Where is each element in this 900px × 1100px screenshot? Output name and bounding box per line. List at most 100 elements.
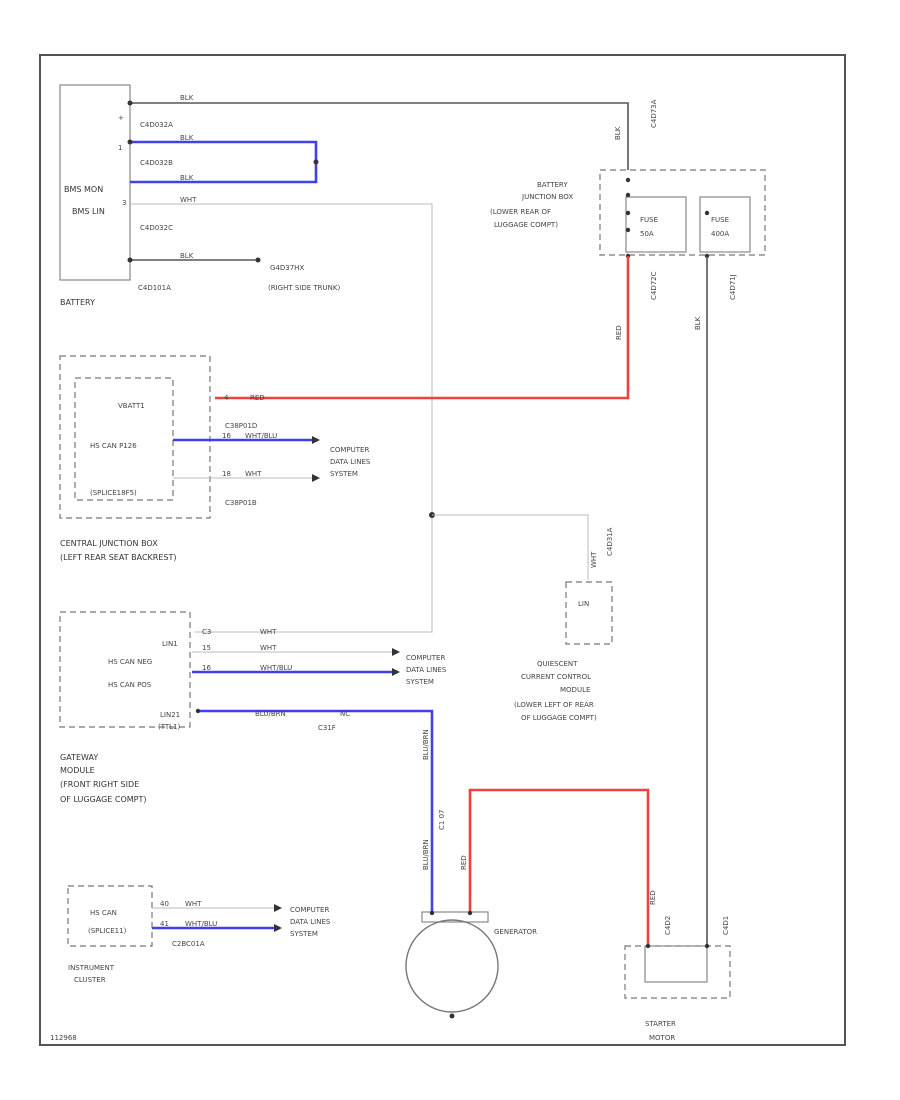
wire-label-wht: WHT bbox=[260, 628, 277, 636]
battery-pin-bms-mon: BMS MON bbox=[64, 185, 103, 194]
cdls-3-line3: SYSTEM bbox=[290, 930, 318, 938]
gw-label-3: (FRONT RIGHT SIDE bbox=[60, 780, 139, 789]
connector-c4d73a: C4D73A bbox=[650, 99, 658, 128]
wire-label-wht-qcm: WHT bbox=[590, 551, 598, 568]
ground-code: G4D37HX bbox=[270, 264, 304, 272]
gw-pin-lin1: LIN1 bbox=[162, 640, 178, 648]
pin-mark: 3 bbox=[122, 199, 126, 207]
cdls-2-line3: SYSTEM bbox=[406, 678, 434, 686]
pin-mark: 4 bbox=[224, 394, 229, 402]
ic-label-2: CLUSTER bbox=[74, 976, 106, 984]
wire-label-blk-v: BLK bbox=[614, 126, 622, 140]
wire-qcm-lin bbox=[432, 514, 589, 580]
starter-label-1: STARTER bbox=[645, 1020, 676, 1028]
cjb-pin-splice: (SPLICE18F5) bbox=[90, 489, 137, 497]
cdls-2-line2: DATA LINES bbox=[406, 666, 447, 674]
connector-c4d31a: C4D31A bbox=[606, 527, 614, 556]
cdls-1-line3: SYSTEM bbox=[330, 470, 358, 478]
diagram-frame bbox=[39, 54, 846, 1046]
ic-pin-hs-can: HS CAN bbox=[90, 909, 117, 917]
gw-pin-ttl1: (TTL1) bbox=[158, 723, 181, 731]
wire-label-blu-brn: BLU/BRN bbox=[255, 710, 286, 718]
cdls-3-line1: COMPUTER bbox=[290, 906, 329, 914]
gw-label-1: GATEWAY bbox=[60, 753, 98, 762]
connector-c2bc01a: C2BC01A bbox=[172, 940, 205, 948]
connector-c4d2: C4D2 bbox=[664, 916, 672, 935]
battery-junction-box[interactable] bbox=[599, 169, 766, 256]
fuse-400a-label: FUSE bbox=[711, 216, 729, 224]
qcm-label-5: OF LUGGAGE COMPT) bbox=[521, 714, 597, 722]
cdls-1-line1: COMPUTER bbox=[330, 446, 369, 454]
wire-vbatt-red bbox=[215, 256, 630, 400]
wire-label-red-gen: RED bbox=[460, 855, 468, 870]
wire-label-red-v: RED bbox=[615, 325, 623, 340]
connector-c4d1: C4D1 bbox=[722, 916, 730, 935]
bjb-label-2: JUNCTION BOX bbox=[521, 193, 573, 201]
wire-label-wht: WHT bbox=[185, 900, 202, 908]
qcm-label-3: MODULE bbox=[560, 686, 590, 694]
generator-component[interactable] bbox=[405, 911, 499, 1019]
wire-gw-generator bbox=[198, 709, 434, 912]
cdls-2-line1: COMPUTER bbox=[406, 654, 445, 662]
qcm-label-4: (LOWER LEFT OF REAR bbox=[514, 701, 594, 709]
wire-lin bbox=[130, 203, 433, 633]
cjb-label-1: CENTRAL JUNCTION BOX bbox=[60, 539, 158, 548]
connector-c107: C1 07 bbox=[438, 810, 446, 830]
wire-label-blu-brn-v1: BLU/BRN bbox=[422, 729, 430, 760]
gw-pin-hs-can-pos: HS CAN POS bbox=[108, 681, 152, 689]
cdls-1-line2: DATA LINES bbox=[330, 458, 371, 466]
fuse-50a-label: FUSE bbox=[640, 216, 658, 224]
ic-pin-splice: (SPLICE11) bbox=[88, 927, 127, 935]
starter-motor[interactable] bbox=[624, 945, 731, 999]
gateway-module[interactable]: LIN1 HS CAN NEG HS CAN POS LIN21 (TTL1) bbox=[59, 611, 191, 731]
wire-label-red: RED bbox=[250, 394, 265, 402]
gw-pin-hs-can-neg: HS CAN NEG bbox=[108, 658, 152, 666]
gw-label-2: MODULE bbox=[60, 766, 95, 775]
qcm-label-2: CURRENT CONTROL bbox=[521, 673, 591, 681]
wire-label-wht-blu: WHT/BLU bbox=[260, 664, 292, 672]
generator-label: GENERATOR bbox=[494, 928, 537, 936]
bjb-label-3: (LOWER REAR OF bbox=[490, 208, 551, 216]
connector-c4d032a: C4D032A bbox=[140, 121, 173, 129]
battery-label: BATTERY bbox=[60, 298, 95, 307]
wire-label-wht: WHT bbox=[260, 644, 277, 652]
gw-label-4: OF LUGGAGE COMPT) bbox=[60, 795, 147, 804]
wire-label-wht-blu: WHT/BLU bbox=[185, 920, 217, 928]
central-junction-box[interactable]: VBATT1 HS CAN P126 (SPLICE18F5) bbox=[59, 355, 211, 519]
pin-mark: + bbox=[118, 114, 124, 122]
bjb-label-4: LUGGAGE COMPT) bbox=[494, 221, 558, 229]
fuse-400a-rating: 400A bbox=[711, 230, 729, 238]
bjb-label-1: BATTERY bbox=[537, 181, 568, 189]
wire-battery-positive bbox=[130, 102, 629, 170]
cjb-label-2: (LEFT REAR SEAT BACKREST) bbox=[60, 553, 176, 562]
wire-label-wht-blu: WHT/BLU bbox=[245, 432, 277, 440]
connector-c38p01b: C38P01B bbox=[225, 499, 257, 507]
wire-label-blk: BLK bbox=[180, 134, 194, 142]
gw-pin-lin21: LIN21 bbox=[160, 711, 180, 719]
ground-location: (RIGHT SIDE TRUNK) bbox=[268, 284, 340, 292]
pin-mark: C3 bbox=[202, 628, 211, 636]
wire-generator-starter-red bbox=[468, 788, 650, 946]
connector-c4d101a: C4D101A bbox=[138, 284, 171, 292]
quiescent-current-module[interactable]: LIN bbox=[565, 581, 613, 645]
instrument-cluster[interactable]: HS CAN (SPLICE11) bbox=[67, 885, 153, 947]
ic-label-1: INSTRUMENT bbox=[68, 964, 115, 972]
connector-c4d032b: C4D032B bbox=[140, 159, 173, 167]
pin-mark: 16 bbox=[202, 664, 211, 672]
connector-c4d032c: C4D032C bbox=[140, 224, 173, 232]
wire-label-blk: BLK bbox=[180, 174, 194, 182]
pin-mark: 1 bbox=[118, 144, 122, 152]
qcm-pin-lin: LIN bbox=[578, 600, 589, 608]
wire-label-blu-brn-v2: BLU/BRN bbox=[422, 839, 430, 870]
pin-nc: NC bbox=[340, 710, 350, 718]
wire-label-red-starter: RED bbox=[649, 890, 657, 905]
connector-c31f: C31F bbox=[318, 724, 336, 732]
starter-label-2: MOTOR bbox=[649, 1034, 675, 1042]
cjb-pin-vbatt1: VBATT1 bbox=[118, 402, 145, 410]
connector-c4d71j: C4D71J bbox=[729, 274, 737, 300]
wire-label-blk-starter: BLK bbox=[694, 316, 702, 330]
battery-pin-bms-lin: BMS LIN bbox=[72, 207, 105, 216]
wire-label-blk: BLK bbox=[180, 252, 194, 260]
wire-label-wht: WHT bbox=[180, 196, 197, 204]
